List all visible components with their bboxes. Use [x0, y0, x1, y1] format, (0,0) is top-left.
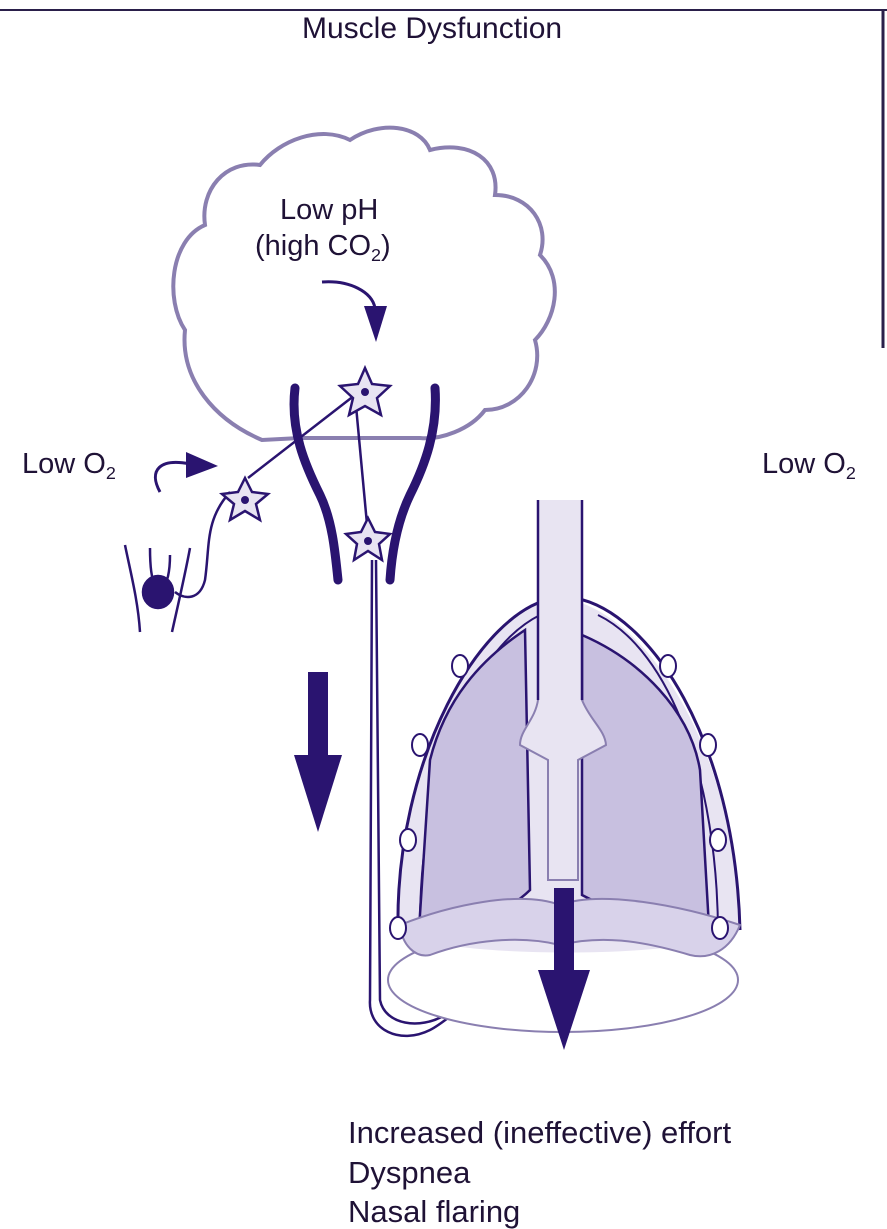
- label-low-o2-right: Low O2: [762, 450, 856, 479]
- effect-item-dyspnea: Dyspnea: [348, 1157, 470, 1188]
- down-arrow-left: [294, 672, 342, 832]
- neuron-spinal: [346, 518, 390, 560]
- diagram-title: Muscle Dysfunction: [302, 14, 562, 44]
- neuron-brain: [340, 368, 390, 415]
- effect-item-effort: Increased (ineffective) effort: [348, 1117, 731, 1148]
- brain-label-low-ph: Low pH: [280, 196, 378, 225]
- effect-item-nasal-flaring: Nasal flaring: [348, 1196, 520, 1227]
- brain-label-high-co2: (high CO2): [255, 232, 391, 261]
- arrow-to-peripheral: [155, 452, 218, 492]
- label-low-o2-left: Low O2: [22, 450, 116, 479]
- neuron-peripheral: [222, 478, 268, 520]
- chemoreceptor: [125, 545, 190, 632]
- left-lung: [418, 630, 530, 945]
- frame: [0, 10, 887, 348]
- arrow-to-brainstem: [322, 282, 387, 342]
